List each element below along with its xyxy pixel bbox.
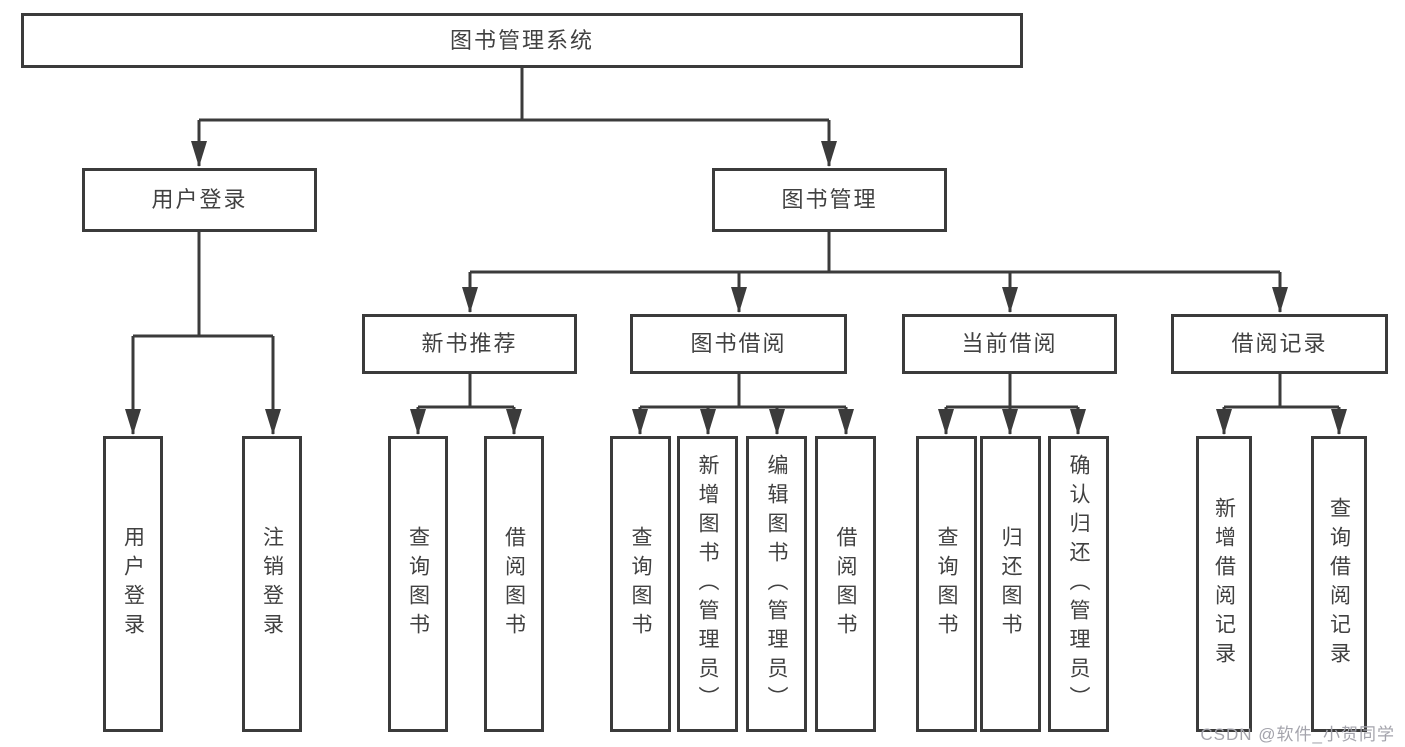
leaf-query-borrow-record: 查询借阅记录 [1311,436,1367,732]
node-user-login: 用户登录 [82,168,317,232]
node-current-borrow: 当前借阅 [902,314,1117,374]
leaf-return-books: 归还图书 [980,436,1041,732]
leaf-add-borrow-record: 新增借阅记录 [1196,436,1252,732]
leaf-edit-books-admin: 编辑图书（管理员） [746,436,807,732]
leaf-user-login: 用户登录 [103,436,163,732]
node-borrow-records: 借阅记录 [1171,314,1388,374]
watermark: CSDN @软件_小贺同学 [1200,725,1395,744]
leaf-query-books-recommend: 查询图书 [388,436,448,732]
node-book-management: 图书管理 [712,168,947,232]
leaf-borrow-books-recommend: 借阅图书 [484,436,544,732]
leaf-borrow-books: 借阅图书 [815,436,876,732]
node-library-system: 图书管理系统 [21,13,1023,68]
leaf-query-books-borrow: 查询图书 [610,436,671,732]
leaf-add-books-admin: 新增图书（管理员） [677,436,738,732]
leaf-confirm-return-admin: 确认归还（管理员） [1048,436,1109,732]
node-new-book-recommend: 新书推荐 [362,314,577,374]
node-book-borrow: 图书借阅 [630,314,847,374]
leaf-logout: 注销登录 [242,436,302,732]
leaf-query-books-current: 查询图书 [916,436,977,732]
